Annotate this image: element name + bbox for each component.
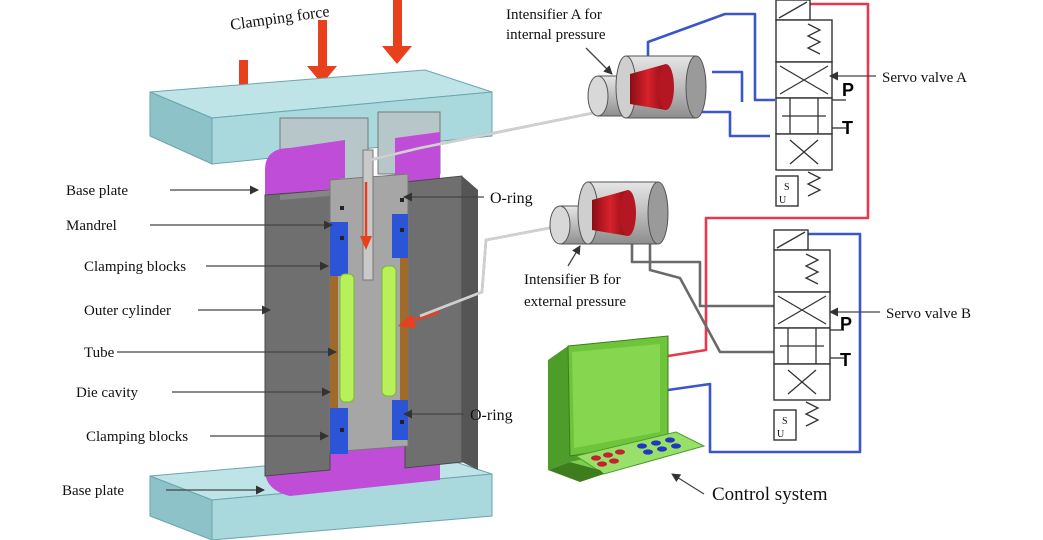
tube-right bbox=[381, 265, 397, 397]
tube-left bbox=[339, 273, 355, 403]
port-p-b-label: P bbox=[840, 314, 852, 334]
servo-valve-b bbox=[773, 229, 844, 441]
intensifier-b-label-line1: Intensifier B for bbox=[524, 272, 621, 288]
mandrel-label: Mandrel bbox=[66, 218, 117, 234]
o-ring-bottom-label: O-ring bbox=[470, 407, 513, 424]
outer-cylinder-label: Outer cylinder bbox=[84, 303, 171, 319]
intensifier-b bbox=[549, 181, 669, 245]
clamping-force-label: Clamping force bbox=[229, 3, 330, 34]
clamping-blocks-bottom-label: Clamping blocks bbox=[86, 429, 188, 445]
servo-valve-a-label: Servo valve A bbox=[882, 70, 967, 86]
die-cavity-left bbox=[330, 276, 338, 408]
clamping-blocks-top-label: Clamping blocks bbox=[84, 259, 186, 275]
intensifier-a-label-line2: internal pressure bbox=[506, 27, 606, 43]
control-system bbox=[548, 335, 706, 482]
port-p-a-label: P bbox=[842, 80, 854, 100]
su-a-bottom-label: U bbox=[779, 195, 787, 206]
su-b-top-label: S bbox=[782, 416, 788, 427]
port-t-b-label: T bbox=[840, 350, 851, 370]
leader-lines bbox=[117, 47, 880, 495]
base-plate-bottom-label: Base plate bbox=[62, 483, 124, 499]
hydraulic-lines bbox=[369, 2, 870, 454]
servo-valve-b-label: Servo valve B bbox=[886, 306, 971, 322]
base-plate-top-label: Base plate bbox=[66, 183, 128, 199]
su-a-top-label: S bbox=[784, 182, 790, 193]
die-assembly bbox=[264, 111, 478, 496]
clamping-block-top-left bbox=[330, 222, 348, 276]
clamping-block-top-right bbox=[392, 214, 408, 258]
die-cavity-label: Die cavity bbox=[76, 385, 139, 401]
su-b-bottom-label: U bbox=[777, 429, 785, 440]
servo-valve-a bbox=[775, 0, 846, 207]
intensifier-a-label-line1: Intensifier A for bbox=[506, 7, 602, 23]
port-t-a-label: T bbox=[842, 118, 853, 138]
tube-label: Tube bbox=[84, 345, 115, 361]
o-ring-top-label: O-ring bbox=[490, 190, 533, 207]
control-system-label: Control system bbox=[712, 484, 828, 505]
intensifier-a bbox=[587, 55, 707, 119]
intensifier-b-label-line2: external pressure bbox=[524, 294, 626, 310]
die-cavity-right bbox=[400, 258, 408, 400]
clamping-block-bottom-left bbox=[330, 408, 348, 454]
